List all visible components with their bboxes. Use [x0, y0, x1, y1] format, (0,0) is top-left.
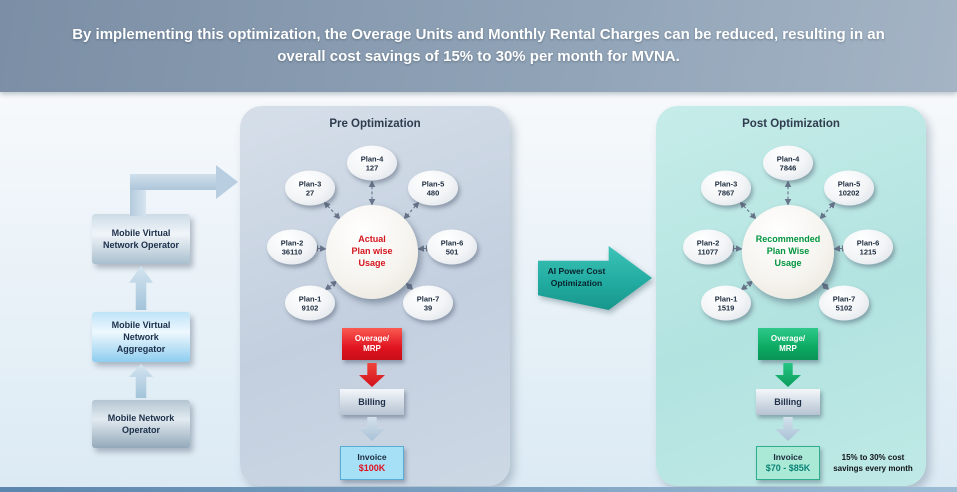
plan-value: 501: [445, 247, 459, 256]
post-optimization-panel: Post Optimization Plan-4 7846 Plan-: [656, 106, 926, 486]
pre-plan-1-node: Plan-1 9102: [285, 285, 335, 321]
plan-value: 10202: [838, 188, 860, 197]
plan-name: Plan-1: [714, 294, 738, 303]
hub-line-3: Usage: [774, 257, 802, 268]
plan-name: Plan-2: [696, 238, 720, 247]
post-plan-4-node: Plan-4 7846: [763, 145, 813, 181]
invoice-label: Invoice: [357, 451, 387, 462]
pre-plan-4-node: Plan-4 127: [347, 145, 397, 181]
post-plan-1-node: Plan-1 1519: [701, 285, 751, 321]
overage-label: Overage/ MRP: [354, 333, 390, 353]
plan-value: 127: [365, 163, 379, 172]
pre-billing-box: Billing: [340, 389, 404, 415]
plan-name: Plan-6: [856, 238, 880, 247]
plan-name: Plan-5: [421, 179, 445, 188]
pre-optimization-panel: Pre Optimization Plan-4 127 Plan-3: [240, 106, 510, 486]
mvno-box: Mobile Virtual Network Operator: [92, 214, 190, 264]
post-invoice-box: Invoice $70 - $85K: [756, 446, 820, 480]
plan-value: 36110: [281, 247, 303, 256]
mvna-label: Mobile Virtual Network Aggregator: [111, 319, 171, 355]
pre-plan-2-node: Plan-2 36110: [267, 229, 317, 265]
post-plan-6-node: Plan-6 1215: [843, 229, 893, 265]
post-billing-box: Billing: [756, 389, 820, 415]
bottom-edge-strip: [0, 487, 957, 492]
plan-name: Plan-4: [776, 154, 800, 163]
mvno-label: Mobile Virtual Network Operator: [102, 227, 180, 250]
ai-optimization-arrow-label: AI Power Cost Optimization: [547, 266, 606, 288]
invoice-value: $100K: [358, 462, 386, 473]
savings-note: 15% to 30% cost savings every month: [833, 453, 913, 474]
summary-banner-text: By implementing this optimization, the O…: [72, 25, 885, 66]
plan-value: 1215: [859, 247, 877, 256]
plan-name: Plan-3: [714, 179, 738, 188]
plan-value: 1519: [717, 303, 735, 312]
overage-label: Overage/ MRP: [770, 333, 806, 353]
post-plan-5-node: Plan-5 10202: [824, 170, 874, 206]
summary-banner: By implementing this optimization, the O…: [0, 0, 957, 92]
plan-value: 39: [423, 303, 433, 312]
mno-label: Mobile Network Operator: [107, 412, 175, 435]
pre-hub-node: Actual Plan wise Usage: [326, 205, 418, 299]
plan-name: Plan-5: [837, 179, 861, 188]
hub-line-1: Actual: [358, 234, 386, 245]
billing-label: Billing: [358, 397, 386, 407]
plan-name: Plan-4: [360, 154, 384, 163]
plan-value: 480: [426, 188, 440, 197]
plan-name: Plan-3: [298, 179, 322, 188]
plan-value: 7846: [779, 163, 797, 172]
ai-optimization-arrow: AI Power Cost Optimization: [538, 246, 652, 310]
plan-value: 11077: [697, 247, 719, 256]
post-hub-node: Recommended Plan Wise Usage: [742, 205, 834, 299]
plan-name: Plan-7: [832, 294, 856, 303]
mno-box: Mobile Network Operator: [92, 400, 190, 448]
hub-line-2: Plan Wise: [766, 246, 810, 257]
post-plan-7-node: Plan-7 5102: [819, 285, 869, 321]
plan-name: Plan-6: [440, 238, 464, 247]
elbow-arrow-horizontal: [130, 174, 216, 190]
mvna-box: Mobile Virtual Network Aggregator: [92, 312, 190, 362]
pre-panel-title: Pre Optimization: [329, 118, 421, 130]
plan-value: 9102: [301, 303, 319, 312]
hub-line-3: Usage: [358, 257, 386, 268]
pre-plan-5-node: Plan-5 480: [408, 170, 458, 206]
plan-name: Plan-7: [416, 294, 440, 303]
mno-to-mvna-arrow-icon: [129, 364, 153, 398]
post-overage-box: Overage/ MRP: [758, 328, 818, 360]
plan-name: Plan-2: [280, 238, 304, 247]
pre-plan-6-node: Plan-6 501: [427, 229, 477, 265]
plan-name: Plan-1: [298, 294, 322, 303]
plan-value: 27: [305, 188, 315, 197]
post-plan-2-node: Plan-2 11077: [683, 229, 733, 265]
pre-plan-3-node: Plan-3 27: [285, 170, 335, 206]
invoice-value: $70 - $85K: [765, 462, 811, 473]
plan-value: 5102: [835, 303, 853, 312]
post-plan-3-node: Plan-3 7867: [701, 170, 751, 206]
hub-line-1: Recommended: [755, 234, 821, 245]
billing-label: Billing: [774, 397, 802, 407]
plan-value: 7867: [717, 188, 735, 197]
pre-plan-7-node: Plan-7 39: [403, 285, 453, 321]
hub-line-2: Plan wise: [351, 246, 393, 257]
pre-invoice-box: Invoice $100K: [340, 446, 404, 480]
invoice-label: Invoice: [773, 451, 803, 462]
elbow-arrow-head-icon: [216, 165, 238, 199]
mvna-to-mvno-arrow-icon: [129, 266, 153, 310]
pre-overage-box: Overage/ MRP: [342, 328, 402, 360]
post-panel-title: Post Optimization: [742, 118, 840, 130]
